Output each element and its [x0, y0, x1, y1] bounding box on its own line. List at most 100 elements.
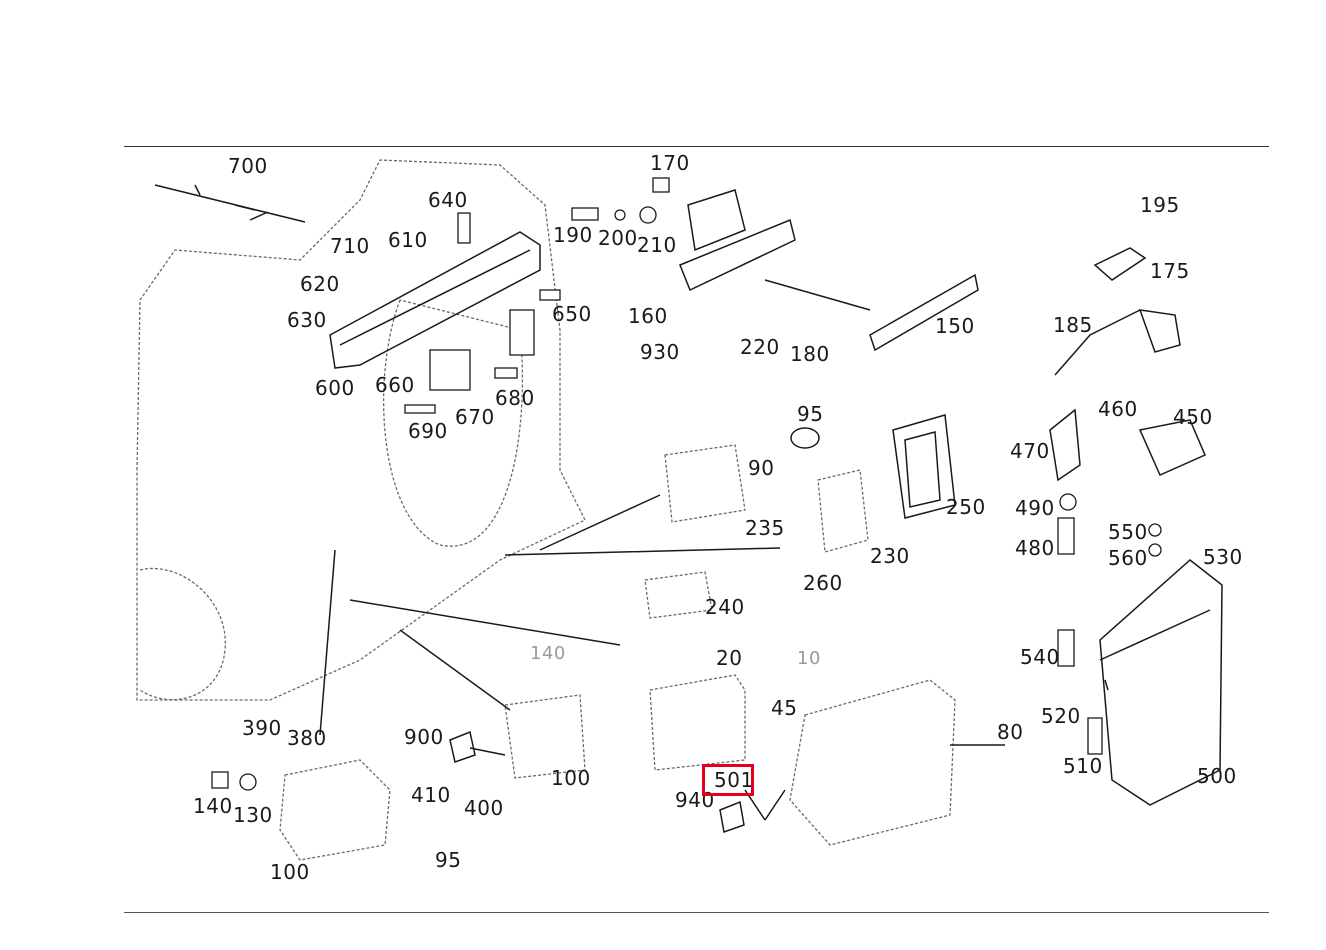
bracket-470	[1049, 408, 1081, 482]
plug-900	[449, 730, 476, 763]
callout-10[interactable]: 10	[797, 648, 821, 669]
callout-190[interactable]: 190	[553, 223, 593, 247]
callout-150[interactable]: 150	[935, 314, 975, 338]
callout-530[interactable]: 530	[1203, 545, 1243, 569]
callout-650[interactable]: 650	[552, 302, 592, 326]
washer-490	[1059, 493, 1077, 511]
callout-610[interactable]: 610	[388, 228, 428, 252]
callout-710[interactable]: 710	[330, 234, 370, 258]
callout-400[interactable]: 400	[464, 796, 504, 820]
callout-140-faint[interactable]: 140	[530, 643, 566, 664]
callout-390[interactable]: 390	[242, 716, 282, 740]
bolt-480	[1057, 517, 1075, 555]
bottom-rule	[124, 912, 1269, 913]
callout-540[interactable]: 540	[1020, 645, 1060, 669]
bracket-500	[1099, 559, 1223, 806]
lamp-unit-230	[817, 469, 869, 553]
callout-670[interactable]: 670	[455, 405, 495, 429]
callout-195[interactable]: 195	[1140, 193, 1180, 217]
carrier-160	[679, 189, 796, 292]
callout-510[interactable]: 510	[1063, 754, 1103, 778]
callout-550[interactable]: 550	[1108, 520, 1148, 544]
callout-100-right[interactable]: 100	[551, 766, 591, 790]
bolt-650	[539, 289, 561, 301]
callout-940[interactable]: 940	[675, 788, 715, 812]
callout-140[interactable]: 140	[193, 794, 233, 818]
callout-230[interactable]: 230	[870, 544, 910, 568]
vehicle-body-outline	[136, 159, 586, 701]
callout-130[interactable]: 130	[233, 803, 273, 827]
callout-460[interactable]: 460	[1098, 397, 1138, 421]
callout-160[interactable]: 160	[628, 304, 668, 328]
lamp-unit-240	[644, 571, 713, 619]
nut-550	[1148, 523, 1162, 537]
callout-700[interactable]: 700	[228, 154, 268, 178]
callout-80[interactable]: 80	[997, 720, 1024, 744]
callout-600[interactable]: 600	[315, 376, 355, 400]
callout-250[interactable]: 250	[946, 495, 986, 519]
callout-450[interactable]: 450	[1173, 405, 1213, 429]
callout-95-bottom[interactable]: 95	[435, 848, 462, 872]
module-670	[429, 349, 471, 391]
callout-560[interactable]: 560	[1108, 546, 1148, 570]
spare-wheel-outline	[383, 299, 524, 547]
callout-200[interactable]: 200	[598, 226, 638, 250]
lamp-unit-100	[504, 694, 586, 779]
callout-620[interactable]: 620	[300, 272, 340, 296]
lamp-unit-90	[664, 444, 746, 523]
callout-180[interactable]: 180	[790, 342, 830, 366]
callout-185[interactable]: 185	[1053, 313, 1093, 337]
callout-260[interactable]: 260	[803, 571, 843, 595]
callout-500[interactable]: 500	[1197, 764, 1237, 788]
bolt-680	[494, 367, 518, 379]
callout-380[interactable]: 380	[287, 726, 327, 750]
callout-210[interactable]: 210	[637, 233, 677, 257]
washer-560	[1148, 543, 1162, 557]
callout-520[interactable]: 520	[1041, 704, 1081, 728]
callout-470[interactable]: 470	[1010, 439, 1050, 463]
washer-130	[239, 773, 257, 791]
callout-501[interactable]: 501	[714, 768, 754, 792]
callout-20[interactable]: 20	[716, 646, 743, 670]
callout-480[interactable]: 480	[1015, 536, 1055, 560]
clip-175	[1093, 247, 1147, 281]
washer-200	[614, 209, 626, 221]
callout-90[interactable]: 90	[748, 456, 775, 480]
callout-680[interactable]: 680	[495, 386, 535, 410]
cap-170	[652, 177, 670, 193]
bolt-510	[1087, 717, 1103, 755]
side-lamp-left	[279, 759, 391, 861]
callout-410[interactable]: 410	[411, 783, 451, 807]
lamp-650-unit	[509, 309, 535, 356]
sensor-185	[1054, 309, 1181, 376]
bolt-540	[1057, 629, 1075, 667]
camera-450	[1138, 419, 1206, 476]
callout-45[interactable]: 45	[771, 696, 798, 720]
callout-690[interactable]: 690	[408, 419, 448, 443]
callout-640[interactable]: 640	[428, 188, 468, 212]
callout-660[interactable]: 660	[375, 373, 415, 397]
callout-630[interactable]: 630	[287, 308, 327, 332]
leader-lines	[319, 494, 1109, 821]
callout-235[interactable]: 235	[745, 516, 785, 540]
plug-940	[719, 800, 745, 833]
strip-690	[404, 404, 436, 414]
callout-900[interactable]: 900	[404, 725, 444, 749]
wire-harness-700	[154, 184, 306, 223]
lamp-housing-250	[892, 414, 956, 519]
bumper-bar-600	[329, 231, 541, 369]
callout-930[interactable]: 930	[640, 340, 680, 364]
callout-175[interactable]: 175	[1150, 259, 1190, 283]
rear-lamp-outline	[789, 679, 956, 846]
reflector-640	[457, 212, 471, 244]
nut-140	[211, 771, 229, 789]
callout-100-left[interactable]: 100	[270, 860, 310, 884]
callout-490[interactable]: 490	[1015, 496, 1055, 520]
callout-170[interactable]: 170	[650, 151, 690, 175]
bar-150	[869, 273, 979, 352]
callout-220[interactable]: 220	[740, 335, 780, 359]
callout-95-top[interactable]: 95	[797, 402, 824, 426]
callout-240[interactable]: 240	[705, 595, 745, 619]
bulb-95	[790, 427, 820, 449]
